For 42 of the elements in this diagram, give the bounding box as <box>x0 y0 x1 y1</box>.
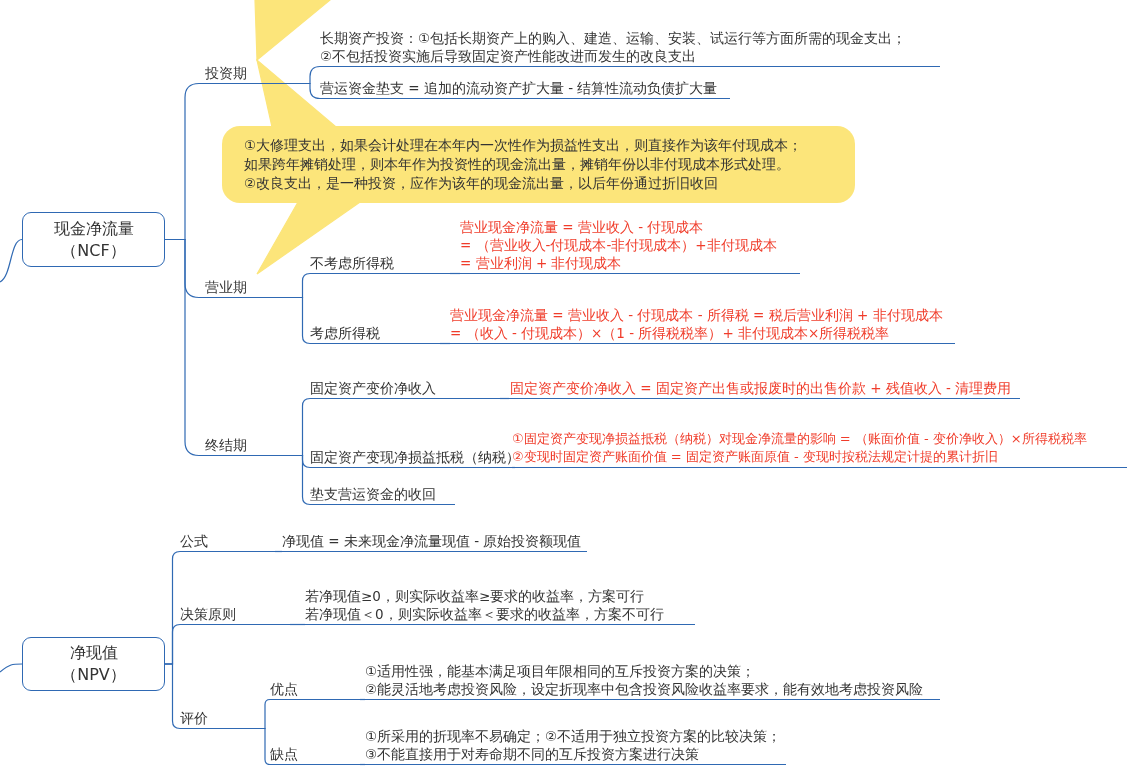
branch-line <box>164 663 181 730</box>
formula-topic: 固定资产变价净收入 = 固定资产出售或报废时的出售价款 + 残值收入 - 清理费用 <box>510 379 1020 399</box>
branch-line <box>449 272 461 275</box>
branch-line <box>359 698 366 701</box>
branch-line <box>294 454 311 506</box>
branch-line <box>0 663 23 673</box>
branch-topic: 垫支营运资金的收回 <box>310 485 455 505</box>
callout-tail <box>256 58 338 128</box>
branch-topic: ①所采用的折现率不易确定；②不适用于独立投资方案的比较决策；③不能直接用于对寿命期不同的互斥投资方案进行决策 <box>365 727 786 765</box>
branch-line <box>439 342 451 345</box>
branch-line <box>499 397 511 400</box>
branch-line <box>289 623 306 626</box>
branch-topic: 公式 <box>180 532 275 552</box>
branch-topic: ①适用性强，能基本满足项目年限相同的互斥投资方案的决策； ②能灵活地考虑投资风险，设定折现率中包含投资风险收益率要求，能有效地考虑投资风险 <box>365 661 940 700</box>
callout-tail <box>254 0 332 62</box>
branch-topic: 净现值 = 未来现金净流量现值 - 原始投资额现值 <box>282 532 587 552</box>
branch-topic: 考虑所得税 <box>310 324 440 344</box>
branch-topic: 决策原则 <box>180 605 290 625</box>
branch-line <box>259 727 271 766</box>
branch-topic: 营运资金垫支 = 追加的流动资产扩大量 - 结算性流动负债扩大量 <box>320 79 730 99</box>
formula-topic: 营业现金净流量 = 营业收入 - 付现成本 = （营业收入-付现成本-非付现成本）+非付现成本 = 营业利润 + 非付现成本 <box>460 217 800 274</box>
central-topic-box: 现金净流量（NCF） <box>22 212 165 267</box>
branch-line <box>0 238 23 283</box>
branch-line <box>164 238 206 457</box>
formula-topic: ①固定资产变现净损益抵税（纳税）对现金净流量的影响 = （账面价值 - 变价净收入）×所得税税率 ②变现时固定资产账面价值 = 固定资产账面原值 - 变现时按税法规定计提的累计折旧 <box>512 430 1127 468</box>
branch-topic: 长期资产投资：①包括长期资产上的购入、建造、运输、安装、试运行等方面所需的现金支出； ②不包括投资实施后导致固定资产性能改进而发生的改良支出 <box>320 28 940 67</box>
branch-topic: 不考虑所得税 <box>310 254 450 274</box>
branch-topic: 缺点 <box>270 745 360 765</box>
branch-topic: 投资期 <box>205 63 300 84</box>
branch-line <box>294 296 311 345</box>
branch-line <box>274 550 283 553</box>
formula-topic: 营业现金净流量 = 营业收入 - 付现成本 - 所得税 = 税后营业利润 + 非付现成本 = （收入 - 付现成本）×（1 - 所得税税率）+ 非付现成本×所得税税率 <box>450 305 955 344</box>
branch-topic: 固定资产变价净收入 <box>310 379 500 399</box>
branch-topic: 评价 <box>180 709 260 729</box>
branch-line <box>299 82 321 100</box>
branch-topic: 营业期 <box>205 277 295 298</box>
branch-line <box>359 763 366 766</box>
branch-topic: 优点 <box>270 680 360 700</box>
branch-topic: 若净现值≥0，则实际收益率≥要求的收益率，方案可行 若净现值＜0，则实际收益率＜要求的收益率，方案不可行 <box>305 586 695 625</box>
central-topic-box: 净现值（NPV） <box>22 637 165 691</box>
callout-tail <box>256 201 362 275</box>
branch-topic: 终结期 <box>205 435 295 456</box>
